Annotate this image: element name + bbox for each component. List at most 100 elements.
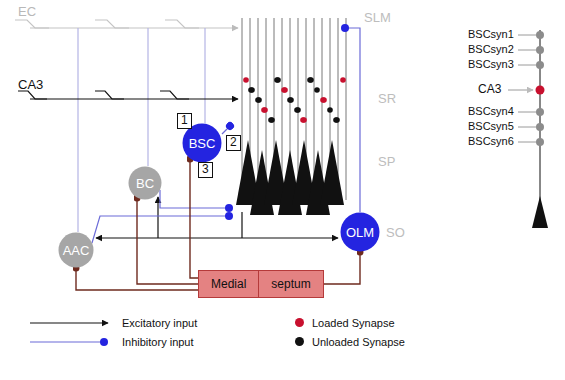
synapse-dot <box>340 77 346 83</box>
synapse-label: CA3 <box>478 83 501 97</box>
synapse-dot <box>301 117 307 123</box>
synapse-inset <box>536 61 544 69</box>
synapse-inset <box>518 65 536 66</box>
layer-label: SLM <box>364 11 391 26</box>
ca3-input-fibres <box>160 91 189 99</box>
synapse-dot <box>300 117 306 123</box>
synapse-dot <box>248 87 254 93</box>
synapse-dot <box>321 97 327 103</box>
neuron-body <box>129 167 162 200</box>
synapse-inset <box>508 30 548 228</box>
legend-text: Loaded Synapse <box>312 316 395 330</box>
synapse-label: BSCsyn6 <box>468 135 514 148</box>
region-box: Medialseptum <box>198 270 324 298</box>
legend-sample <box>30 322 108 323</box>
ca3-input-fibres <box>18 91 238 99</box>
synapse-dot <box>308 77 314 83</box>
input-label: EC <box>18 5 36 20</box>
synapse-label: BSCsyn3 <box>468 58 514 71</box>
callout-number: 3 <box>198 162 213 178</box>
layer-label: SR <box>378 92 396 107</box>
synapse-dot <box>262 107 268 113</box>
node-text: septum <box>258 271 322 297</box>
ec-input-fibres <box>30 27 238 28</box>
synapse-dot <box>281 87 287 93</box>
synapse-inset <box>536 123 544 131</box>
synapse-inset <box>518 127 536 128</box>
input-label: CA3 <box>18 78 43 93</box>
inhibitory-axon <box>345 28 360 212</box>
pyramidal-axon <box>242 237 338 238</box>
pyramidal-cell <box>236 140 344 215</box>
synapse-label: BSCsyn5 <box>468 120 514 133</box>
neuron-body <box>183 124 222 163</box>
layer-label: SP <box>378 155 395 170</box>
synapse-dot <box>268 117 274 123</box>
synapse-dot <box>269 117 275 123</box>
node-text: Medial <box>199 271 258 297</box>
synapse-inset <box>518 50 536 51</box>
synapse-inset <box>518 35 536 36</box>
neuron-circle: BSC <box>182 123 222 163</box>
inhibitory-axon <box>92 216 229 243</box>
ec-input-fibres <box>165 20 199 28</box>
layer-label: SO <box>386 226 405 241</box>
synapse-dot <box>333 117 339 123</box>
synapse-label: BSCsyn2 <box>468 43 514 56</box>
synapse-inset <box>508 90 533 91</box>
interneuron-dendrite <box>204 28 205 123</box>
legend-text: Inhibitory input <box>122 335 194 349</box>
neuron-circle: OLM <box>340 212 380 252</box>
synapse-dot <box>261 107 267 113</box>
inhibitory-axon <box>92 28 360 243</box>
synapse-inset <box>518 35 536 142</box>
synapse-dot <box>255 97 261 103</box>
synapse-dot <box>243 77 249 83</box>
synapse-dot <box>294 107 300 113</box>
inhibitory-axon <box>160 190 229 208</box>
synapse-label: BSCsyn4 <box>468 105 514 118</box>
legend-sample <box>30 341 104 342</box>
synapse-inset <box>536 108 544 116</box>
callout-number: 2 <box>226 135 241 151</box>
synapse-dot <box>282 87 288 93</box>
synapse-dot <box>287 97 293 103</box>
node-text: OLM <box>346 225 374 240</box>
synapse-dot <box>274 77 280 83</box>
legend-swatch <box>295 337 304 346</box>
synapse-dot <box>307 77 313 83</box>
legend-text: Unloaded Synapse <box>312 335 405 349</box>
legend-sample <box>30 323 108 342</box>
interneuron-dendrite <box>77 28 78 232</box>
ca3-input-fibres <box>30 98 238 99</box>
legend-text: Excitatory input <box>122 316 197 330</box>
pyramidal-cell <box>320 140 344 205</box>
septal-projection <box>137 198 198 284</box>
ca3-input-fibres <box>95 91 124 99</box>
septal-projection <box>324 252 360 284</box>
synapse-dot <box>295 107 301 113</box>
pyramidal-axon <box>157 197 158 238</box>
pyramidal-dendrite <box>346 18 347 200</box>
synapse-inset <box>532 196 548 228</box>
ca3-input-fibres <box>18 91 47 99</box>
node-text: BSC <box>189 136 216 151</box>
neuron-body <box>59 233 94 268</box>
neuron-body <box>341 213 380 252</box>
legend-swatch <box>295 318 304 327</box>
synapse-dot <box>243 77 346 123</box>
synapse-inset <box>536 46 544 54</box>
pyramidal-axon <box>96 197 338 238</box>
synapse-label: BSCsyn1 <box>468 28 514 41</box>
synapse-dot <box>327 107 333 113</box>
synapse-inset <box>518 112 536 113</box>
neuron-circle: BC <box>128 166 162 200</box>
synapse-dot <box>288 97 294 103</box>
synapse-dot <box>320 97 326 103</box>
septal-projection <box>190 159 198 278</box>
inhibitory-axon <box>222 126 230 134</box>
